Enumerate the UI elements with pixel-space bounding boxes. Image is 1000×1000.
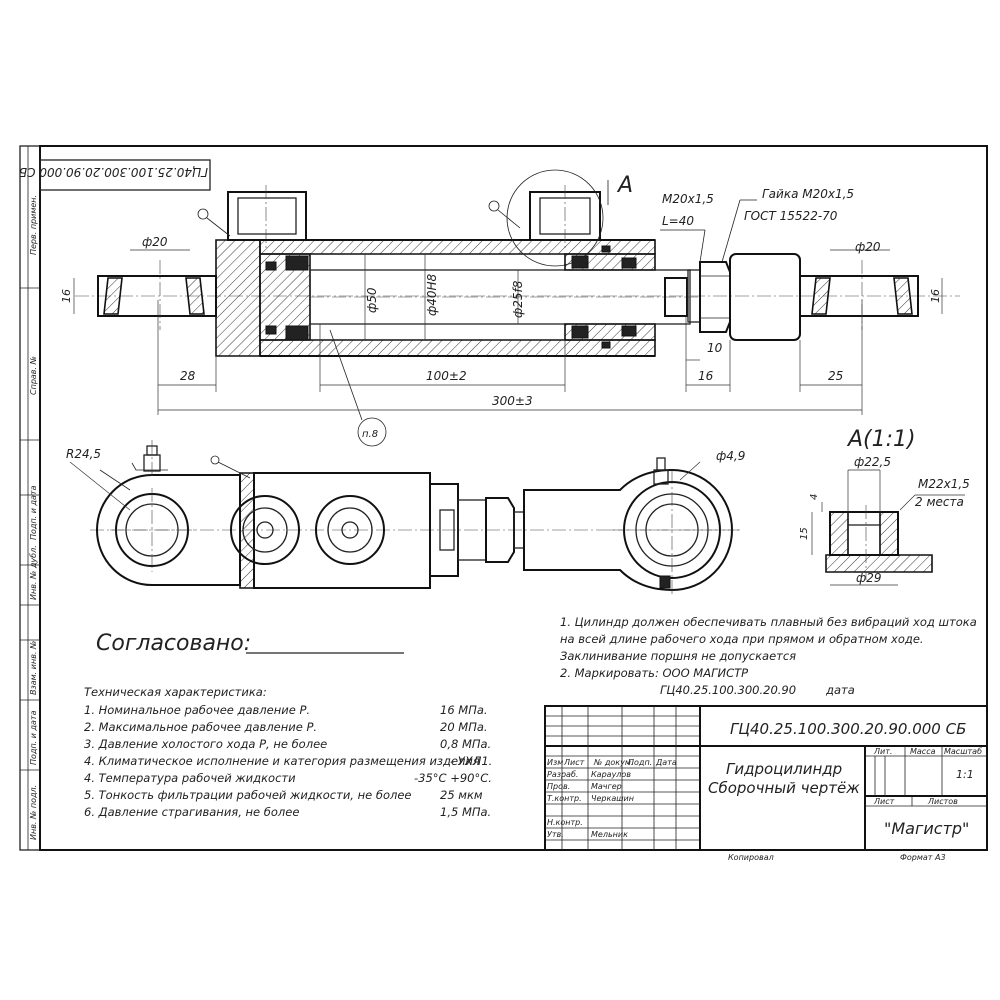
title-name-2: Сборочный чертёж bbox=[708, 779, 860, 797]
dim-28: 28 bbox=[180, 369, 196, 383]
dim-dia50: ф50 bbox=[365, 287, 379, 313]
approval-block: Согласовано: bbox=[96, 631, 404, 656]
rotated-stamp: ГЦ40.25.100.300.20.90.000 СБ bbox=[19, 165, 208, 179]
hdr-list: Лист bbox=[563, 758, 585, 767]
margin-label-4: Инв. № дубл. bbox=[29, 545, 38, 600]
dim-25: 25 bbox=[828, 369, 843, 383]
hdr-doc: № докум. bbox=[593, 758, 633, 767]
copied-label: Копировал bbox=[728, 853, 774, 862]
notes: 1. Цилиндр должен обеспечивать плавный б… bbox=[560, 615, 977, 697]
spec-row-2-value: 20 МПа. bbox=[440, 720, 488, 734]
item-8-label: п.8 bbox=[362, 429, 378, 440]
dim-dia25f8: ф25f8 bbox=[511, 280, 525, 318]
dim-m20: M20x1,5 bbox=[662, 192, 714, 206]
outer-view: R24,5 ф4,9 bbox=[66, 440, 745, 595]
margin-label-2: Справ. № bbox=[29, 356, 38, 395]
detail-h4: 4 bbox=[809, 494, 820, 500]
role-6: Утв. bbox=[547, 830, 564, 839]
title-designation: ГЦ40.25.100.300.20.90.000 СБ bbox=[730, 720, 966, 738]
note-line-3: Заклинивание поршня не допускается bbox=[560, 649, 796, 663]
org-name: "Магистр" bbox=[884, 819, 969, 838]
name-2: Мачгер bbox=[591, 782, 622, 791]
spec-row-2-label: 2. Максимальное рабочее давление Р. bbox=[84, 720, 317, 734]
tech-specs: Техническая характеристика: 1. Номинальн… bbox=[84, 685, 492, 819]
margin-label-3: Подп. и дата bbox=[29, 485, 38, 540]
note-line-5-code: ГЦ40.25.100.300.20.90 bbox=[660, 683, 796, 697]
role-1: Разраб. bbox=[547, 770, 578, 779]
spec-row-5-label: 4. Температура рабочей жидкости bbox=[84, 771, 296, 785]
specs-title: Техническая характеристика: bbox=[84, 685, 267, 699]
role-5: Н.контр. bbox=[547, 818, 583, 827]
hdr-podp: Подп. bbox=[628, 758, 652, 767]
hdr-izm: Изм bbox=[547, 758, 563, 767]
hdr-sheet: Лист bbox=[873, 797, 895, 806]
dim-gost: ГОСТ 15522-70 bbox=[744, 209, 838, 223]
margin-label-7: Инв. № подл. bbox=[29, 785, 38, 840]
drawing-frame: Перв. примен. Справ. № Подп. и дата Инв.… bbox=[19, 145, 988, 851]
dim-l40: L=40 bbox=[662, 214, 694, 228]
dim-nut: Гайка M20x1,5 bbox=[762, 187, 854, 201]
spec-row-4-value: - УХЛ1. bbox=[450, 754, 492, 768]
spec-row-7-value: 1,5 МПа. bbox=[440, 805, 491, 819]
detail-h15: 15 bbox=[799, 527, 810, 540]
margin-label-5: Взам. инв. № bbox=[29, 641, 38, 695]
note-line-2: на всей длине рабочего хода при прямом и… bbox=[560, 632, 924, 646]
dim-dia40h8: ф40H8 bbox=[425, 273, 439, 316]
dim-r245: R24,5 bbox=[66, 447, 101, 461]
dim-16-left: 16 bbox=[60, 289, 73, 303]
title-block: ГЦ40.25.100.300.20.90.000 СБ Гидроцилинд… bbox=[544, 705, 988, 862]
spec-row-6-value: 25 мкм bbox=[440, 788, 483, 802]
role-3: Т.контр. bbox=[547, 794, 582, 803]
hdr-sheets: Листов bbox=[927, 797, 958, 806]
dim-16-bottom: 16 bbox=[698, 369, 714, 383]
note-line-1: 1. Цилиндр должен обеспечивать плавный б… bbox=[560, 615, 977, 629]
detail-a-label: A(1:1) bbox=[846, 427, 916, 452]
hdr-data: Дата bbox=[655, 758, 677, 767]
margin-label-1: Перв. примен. bbox=[29, 195, 38, 255]
spec-row-1-label: 1. Номинальное рабочее давление Р. bbox=[84, 703, 310, 717]
dim-300: 300±3 bbox=[492, 394, 533, 408]
dim-10: 10 bbox=[707, 341, 723, 355]
spec-row-6-label: 5. Тонкость фильтрации рабочей жидкости,… bbox=[84, 788, 411, 802]
spec-row-3-label: 3. Давление холостого хода Р, не более bbox=[84, 737, 327, 751]
spec-row-5-value: -35°С +90°С. bbox=[414, 771, 492, 785]
approval-label: Согласовано: bbox=[96, 631, 251, 656]
hdr-masshtab: Масштаб bbox=[944, 747, 982, 756]
name-6: Мельник bbox=[591, 830, 628, 839]
dim-dia49: ф4,9 bbox=[716, 449, 745, 463]
hdr-lit: Лит. bbox=[873, 747, 892, 756]
hdr-massa: Масса bbox=[910, 747, 936, 756]
spec-row-4-label: 4. Климатическое исполнение и категория … bbox=[84, 754, 480, 768]
name-1: Караулов bbox=[591, 770, 631, 779]
name-3: Черкашин bbox=[591, 794, 634, 803]
detail-places: 2 места bbox=[915, 495, 964, 509]
margin-label-6: Подп. и дата bbox=[29, 710, 38, 765]
note-line-5-date: дата bbox=[825, 683, 855, 697]
view-a-label: A bbox=[616, 173, 633, 198]
dim-100: 100±2 bbox=[426, 369, 467, 383]
detail-dia225: ф22,5 bbox=[854, 455, 891, 469]
scale-value: 1:1 bbox=[956, 768, 974, 781]
note-line-4: 2. Маркировать: ООО МАГИСТР bbox=[560, 666, 748, 680]
dim-dia20-left: ф20 bbox=[142, 235, 168, 249]
spec-row-1-value: 16 МПа. bbox=[440, 703, 488, 717]
detail-dia29: ф29 bbox=[856, 571, 882, 585]
spec-row-7-label: 6. Давление страгивания, не более bbox=[84, 805, 299, 819]
dim-dia20-right: ф20 bbox=[855, 240, 881, 254]
detail-m22: M22x1,5 bbox=[918, 477, 970, 491]
title-name-1: Гидроцилиндр bbox=[726, 760, 842, 778]
spec-row-3-value: 0,8 МПа. bbox=[440, 737, 491, 751]
format-label: Формат А3 bbox=[900, 853, 946, 862]
role-2: Пров. bbox=[547, 782, 570, 791]
section-view: ф20 16 M20x1,5 L=40 Гайка M20x1,5 ГОСТ 1… bbox=[60, 169, 960, 447]
detail-a: A(1:1) ф22,5 M22x1,5 2 места 4 15 ф29 bbox=[799, 427, 970, 586]
dim-16-right: 16 bbox=[929, 289, 942, 303]
